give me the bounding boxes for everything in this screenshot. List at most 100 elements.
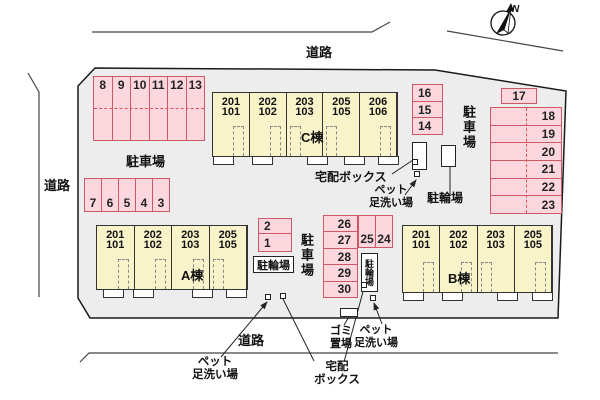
- parking-stall: 4: [136, 179, 153, 211]
- entrance-step: [133, 289, 154, 298]
- parking-stall-17: 17: [501, 88, 537, 104]
- pet-wash-label: ペット足洗い場: [354, 324, 398, 349]
- parking-stall: 1: [264, 235, 271, 250]
- entrance-step: [103, 289, 124, 298]
- entrance-door-dashed: [423, 262, 435, 292]
- delivery-box-marker: [361, 282, 367, 288]
- parking-stall: 30: [337, 282, 351, 297]
- parking-stall: 16: [413, 85, 442, 102]
- parking-stall: 28: [324, 249, 357, 266]
- parking-stall: 6: [102, 179, 119, 211]
- pet-wash-label: ペット足洗い場: [369, 184, 413, 209]
- stall-divider-dashed: [94, 108, 204, 109]
- entrance-door-dashed: [535, 262, 546, 292]
- entrance-step: [344, 156, 365, 165]
- entrance-door-dashed: [192, 259, 204, 289]
- road-line-top: [92, 21, 391, 33]
- garbage-station-structure: [340, 308, 358, 317]
- entrance-step: [532, 292, 553, 301]
- entrance-step: [378, 156, 399, 165]
- road-label-top: 道路: [306, 45, 333, 60]
- parking-stall: 3: [157, 196, 165, 210]
- entrance-door-dashed: [269, 126, 281, 156]
- entrance-door-dashed: [460, 262, 472, 292]
- parking-stall: 23: [541, 197, 555, 212]
- bicycle-parking-label-boxed: 駐輪場: [253, 256, 294, 273]
- entrance-door-dashed: [326, 126, 338, 156]
- parking-stall: 17: [512, 89, 526, 103]
- leader-pet-bottom-right: [373, 302, 383, 325]
- entrance-door-dashed: [212, 259, 224, 289]
- parking-label: 駐車場: [126, 154, 166, 169]
- entrance-door-dashed: [117, 259, 129, 289]
- entrance-step: [403, 292, 424, 301]
- entrance-step: [192, 289, 213, 298]
- parking-stalls-14-16: 16 15 14: [412, 84, 443, 135]
- entrance-step: [307, 156, 328, 165]
- delivery-box-marker: [412, 159, 418, 165]
- parking-stall: 27: [324, 232, 357, 249]
- entrance-door-dashed: [232, 126, 244, 156]
- entrance-step: [252, 156, 273, 165]
- delivery-box-label: 宅配ボックス: [315, 170, 387, 184]
- delivery-box-marker: [280, 293, 286, 299]
- parking-stall: 25: [359, 216, 376, 247]
- stall-divider-dashed: [526, 108, 527, 213]
- parking-stalls-3-7: 7 6 5 4 3: [84, 178, 170, 212]
- parking-stall: 14: [418, 119, 432, 134]
- parking-stalls-1-2: 2 1: [258, 218, 292, 252]
- parking-label: 駐車場: [461, 105, 476, 150]
- parking-stall: 26: [324, 216, 357, 233]
- parking-stall: 5: [119, 179, 136, 211]
- road-label-left: 道路: [44, 178, 71, 193]
- parking-stall: 24: [377, 232, 391, 246]
- entrance-door-dashed: [155, 259, 166, 289]
- entrance-door-dashed: [480, 262, 492, 292]
- entrance-step: [226, 289, 247, 298]
- parking-stall: 13: [188, 78, 202, 92]
- entrance-step: [497, 292, 518, 301]
- parking-stall: 2: [259, 219, 291, 234]
- delivery-box-label: 宅配ボックス: [314, 361, 360, 386]
- pet-wash-marker: [265, 294, 271, 300]
- bicycle-parking-label: 駐輪場: [364, 259, 374, 286]
- compass-north-label: N: [512, 4, 520, 15]
- building-name: C棟: [301, 130, 324, 145]
- pet-wash-marker: [370, 295, 376, 301]
- parking-stall: 29: [324, 265, 357, 282]
- compass-icon: [490, 3, 516, 36]
- entrance-door-dashed: [379, 126, 391, 156]
- entrance-step: [442, 292, 463, 301]
- bicycle-parking-structure: [441, 145, 456, 167]
- garbage-station-label: ゴミ置場: [330, 325, 352, 350]
- building-name: B棟: [448, 271, 471, 286]
